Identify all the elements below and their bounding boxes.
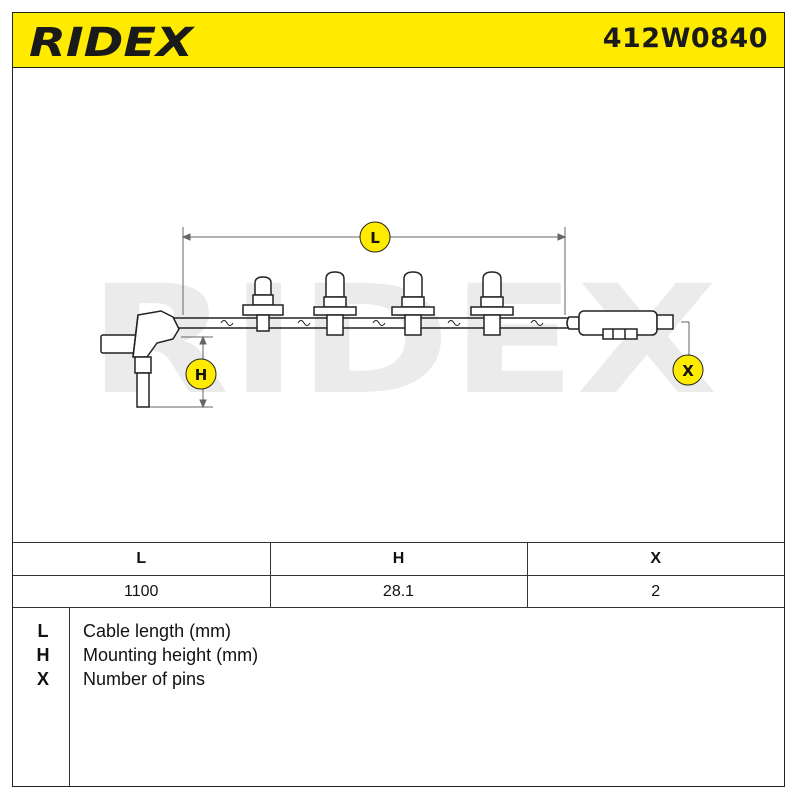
cable-clip (313, 271, 357, 336)
header-bar: RIDEX 412W0840 (13, 13, 784, 68)
legend-item: X Number of pins (13, 669, 784, 693)
spec-value-cell: 2 (526, 575, 784, 608)
height-marker (185, 358, 217, 390)
ridex-logo: RIDEX (29, 20, 196, 65)
datasheet: RIDEX 412W0840 RIDEX L H (12, 12, 785, 787)
legend-item: H Mounting height (mm) (13, 645, 784, 669)
pins-dimension (681, 321, 690, 355)
part-number: 412W0840 (602, 23, 768, 54)
legend-text: Number of pins (83, 669, 206, 689)
cable-clip (470, 271, 514, 336)
connector (566, 310, 674, 340)
spec-header-cell: X (526, 542, 784, 576)
legend-item: L Cable length (mm) (13, 621, 784, 645)
length-marker (359, 221, 391, 253)
sensor-cable (173, 317, 569, 329)
legend-text: Mounting height (mm) (83, 645, 259, 665)
spec-header-cell: L (13, 542, 270, 576)
legend-key: X (36, 669, 49, 689)
technical-drawing: RIDEX L H (88, 221, 718, 428)
legend-text: Cable length (mm) (83, 621, 232, 641)
cable-clip (242, 276, 284, 332)
length-marker-label: L (370, 229, 380, 247)
legend-divider (69, 608, 70, 787)
spec-value-cell: 28.1 (269, 575, 527, 608)
spec-value-cell: 1100 (13, 575, 270, 608)
cable-clip (391, 271, 435, 336)
spec-table-row: 1100 28.1 2 (13, 575, 784, 608)
spec-header-cell: H (269, 542, 527, 576)
pins-marker-label: X (682, 362, 694, 380)
spec-table: L H X 1100 28.1 2 (13, 542, 784, 608)
legend: L Cable length (mm) H Mounting height (m… (13, 607, 784, 787)
legend-key: L (37, 621, 49, 641)
sensor-head (100, 310, 180, 408)
watermark: RIDEX (88, 254, 718, 428)
legend-key: H (36, 645, 50, 665)
brand-wordmark: RIDEX (29, 20, 196, 65)
height-marker-label: H (195, 366, 208, 384)
spec-table-header: L H X (13, 542, 784, 576)
pins-marker (672, 354, 704, 386)
